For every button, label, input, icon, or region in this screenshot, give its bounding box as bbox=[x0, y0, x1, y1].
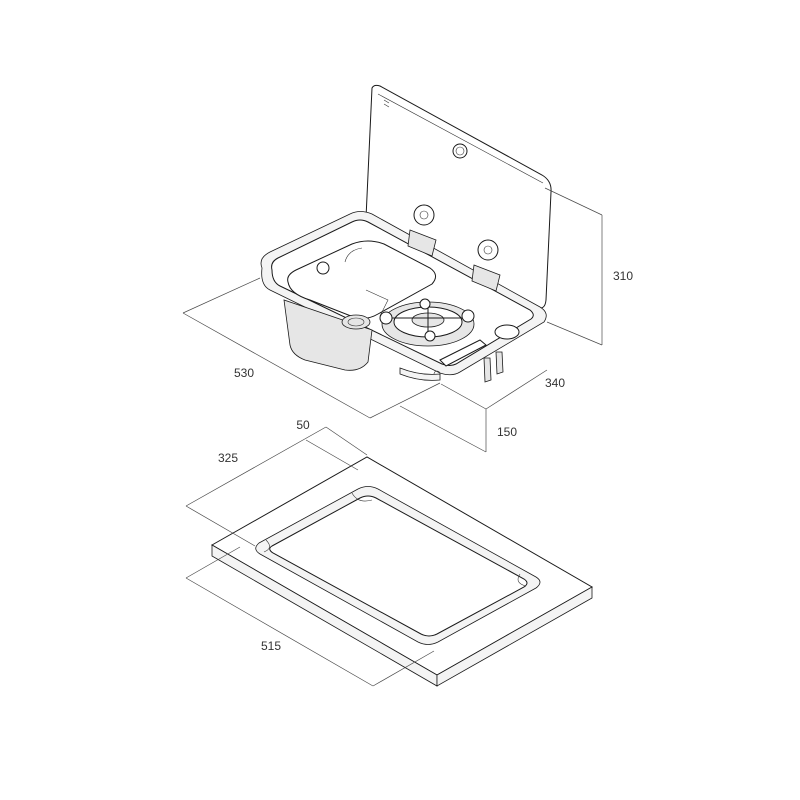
dim-sink-depth: 340 bbox=[545, 376, 565, 390]
worktop-cutout bbox=[210, 456, 594, 687]
dim-cutout-margin: 50 bbox=[296, 418, 310, 432]
sink-hob-unit bbox=[260, 84, 552, 383]
front-fittings bbox=[399, 324, 520, 383]
sink-basin bbox=[283, 240, 436, 371]
dim-cutout-depth: 325 bbox=[218, 451, 238, 465]
drain-icon bbox=[341, 314, 371, 330]
gas-burner bbox=[379, 298, 475, 347]
sink-dimension-lines bbox=[182, 187, 603, 453]
dim-sink-width: 530 bbox=[234, 366, 254, 380]
cutout-dimension-lines bbox=[185, 426, 435, 687]
lid-hinge-left bbox=[407, 204, 437, 257]
lid-handle-hole-icon bbox=[452, 143, 468, 159]
tap-hole-icon bbox=[316, 261, 330, 275]
dim-cutout-width: 515 bbox=[261, 639, 281, 653]
dim-sink-height-below: 150 bbox=[497, 425, 517, 439]
control-knob-icon bbox=[494, 324, 520, 340]
lid-hinge-right bbox=[471, 239, 501, 292]
dim-sink-height-open: 310 bbox=[613, 269, 633, 283]
